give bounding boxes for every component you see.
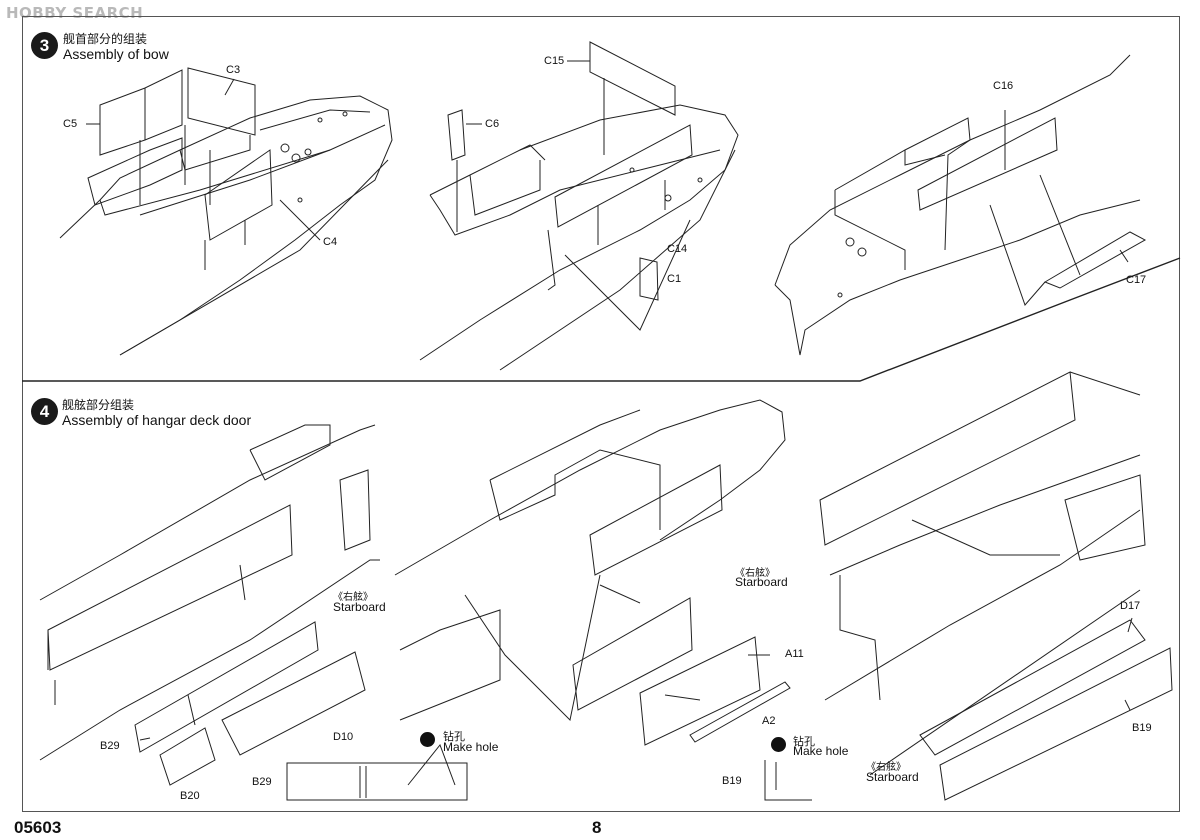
part-label-b19: B19 (1132, 722, 1152, 734)
part-label-b29: B29 (100, 740, 120, 752)
instruction-frame (22, 16, 1180, 812)
bow-drawing-3 (775, 55, 1145, 355)
step-4-badge: 4 (31, 398, 58, 425)
starboard-cn-right: 《右舷》 (866, 762, 906, 773)
starboard-en-middle: Starboard (735, 575, 788, 589)
starboard-en-left: Starboard (333, 600, 386, 614)
part-label-c4: C4 (323, 236, 338, 248)
bow-drawing-1 (60, 68, 392, 355)
product-code: 05603 (14, 818, 62, 837)
hangar-drawing-1 (40, 425, 467, 800)
step-3-title-en: Assembly of bow (63, 46, 169, 62)
part-label-c14: C14 (667, 243, 688, 255)
part-label-d17: D17 (1120, 600, 1141, 612)
make-hole-en-2: Make hole (793, 744, 849, 758)
part-label-a11: A11 (785, 648, 804, 660)
step-3-badge: 3 (31, 32, 58, 59)
part-label-b20: B20 (180, 790, 200, 802)
step-4-title-en: Assembly of hangar deck door (62, 412, 252, 428)
part-label-b29-detail: B29 (252, 776, 272, 788)
part-label-c5: C5 (63, 118, 78, 130)
make-hole-cn-2: 钻孔 (793, 735, 815, 748)
part-label-c15: C15 (544, 55, 565, 67)
drill-icon (420, 732, 435, 747)
part-label-a2: A2 (762, 715, 776, 727)
drill-icon (771, 737, 786, 752)
part-label-c6: C6 (485, 118, 500, 130)
part-label-d10: D10 (333, 731, 354, 743)
step-3-title-cn: 舰首部分的组装 (63, 32, 148, 46)
starboard-cn-middle: 《右舷》 (735, 568, 775, 579)
make-hole-cn-1: 钻孔 (443, 730, 465, 743)
part-label-c3: C3 (226, 64, 241, 76)
page-number: 8 (592, 818, 602, 837)
part-label-c16: C16 (993, 80, 1014, 92)
section-divider (22, 258, 1180, 381)
bow-drawing-2 (420, 42, 738, 370)
watermark-logo: HOBBY SEARCH (6, 4, 144, 22)
part-label-c17: C17 (1126, 274, 1147, 286)
starboard-en-right: Starboard (866, 770, 919, 784)
hangar-drawing-2 (395, 400, 812, 800)
part-label-b19-detail: B19 (722, 775, 742, 787)
hangar-drawing-3 (820, 372, 1172, 800)
part-label-c1: C1 (667, 273, 682, 285)
starboard-cn-left: 《右舷》 (333, 592, 373, 603)
step-4-title-cn: 舰舷部分组装 (62, 398, 135, 412)
make-hole-en-1: Make hole (443, 740, 499, 754)
